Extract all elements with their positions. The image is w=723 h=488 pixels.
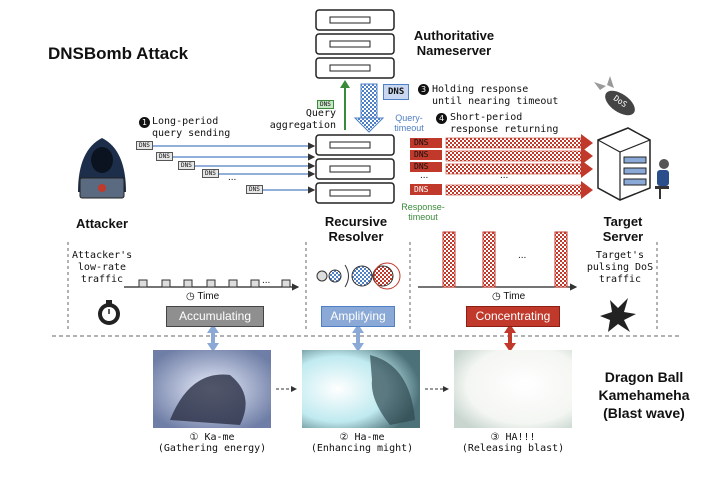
nameserver-label: Authoritative Nameserver xyxy=(413,28,495,58)
hame-image xyxy=(302,350,420,428)
query-packet-2: DNS xyxy=(156,152,173,161)
caption-line1: HA!!! xyxy=(505,432,536,443)
kame-image xyxy=(153,350,271,428)
clock-icon: ◷ xyxy=(492,291,501,302)
caption-num: ① xyxy=(189,432,199,443)
stopwatch-icon xyxy=(98,300,120,325)
step2-text: Query aggregation xyxy=(269,108,336,131)
explosion-icon xyxy=(600,298,636,332)
clock-icon: ◷ xyxy=(186,291,195,302)
phase-amplifying: Amplifying xyxy=(321,306,395,327)
attacker-icon xyxy=(78,138,126,199)
dns-packet-held: DNS xyxy=(383,84,410,100)
caption-num: ② xyxy=(339,432,349,443)
operator-icon xyxy=(655,159,669,199)
phase-accumulating: Accumulating xyxy=(166,306,264,327)
step3-text: Holding response until nearing timeout xyxy=(432,84,559,107)
caption-3: ③ HA!!! (Releasing blast) xyxy=(443,432,583,454)
amplifying-circles xyxy=(316,262,401,290)
timeline-ellipsis: ... xyxy=(262,275,271,286)
caption-line1: Ha-me xyxy=(354,432,385,443)
target-label: Target Server xyxy=(602,214,644,244)
phase-links xyxy=(207,324,516,352)
query-arrows xyxy=(150,142,316,194)
query-packet-1: DNS xyxy=(136,141,153,150)
diagram-title: DNSBomb Attack xyxy=(48,44,189,63)
response-ellipsis: ... xyxy=(420,170,429,181)
ha-image xyxy=(454,350,572,428)
query-packet-4: DNS xyxy=(202,169,219,178)
dragon-ball-title: Dragon Ball Kamehameha (Blast wave) xyxy=(598,369,690,421)
caption-2: ② Ha-me (Enhancing might) xyxy=(292,432,432,454)
response-flows xyxy=(445,134,593,199)
query-timeout-label: Query- timeout xyxy=(394,113,424,133)
dns-response-1: DNS xyxy=(414,138,429,147)
separator-lines xyxy=(52,242,680,337)
step1-text: Long-period query sending xyxy=(152,116,231,139)
phase-concentrating: Concentrating xyxy=(466,306,560,327)
time-label-2: ◷ Time xyxy=(492,291,525,302)
flow-ellipsis: ... xyxy=(500,170,509,181)
accumulating-timeline xyxy=(124,279,300,291)
response-timeout-label: Response- timeout xyxy=(401,202,445,222)
dns-packet-green: DNS xyxy=(317,100,334,109)
query-packet-5: DNS xyxy=(246,185,263,194)
target-traffic-label: Target's pulsing DoS traffic xyxy=(586,250,654,285)
query-packet-3: DNS xyxy=(178,161,195,170)
step1-badge: 1 xyxy=(139,117,150,128)
dos-bomb-icon xyxy=(594,76,635,116)
time-text: Time xyxy=(503,291,526,302)
step4-badge: 4 xyxy=(436,113,447,124)
caption-line2: (Gathering energy) xyxy=(157,443,267,454)
holding-arrow xyxy=(353,83,385,133)
pulse-ellipsis: ... xyxy=(518,250,527,261)
dns-response-2: DNS xyxy=(414,150,429,159)
resolver-label: Recursive Resolver xyxy=(324,214,388,244)
dns-response-3: DNS xyxy=(414,162,429,171)
caption-num: ③ xyxy=(490,432,500,443)
caption-line1: Ka-me xyxy=(204,432,235,443)
dns-response-4: DNS xyxy=(414,185,429,194)
caption-line2: (Enhancing might) xyxy=(310,443,414,454)
target-server-icon xyxy=(597,127,651,201)
response-dns-stack xyxy=(410,138,442,195)
caption-line2: (Releasing blast) xyxy=(461,443,565,454)
resolver-icon xyxy=(315,134,395,204)
step4-text: Short-period response returning xyxy=(450,112,559,135)
time-label-1: ◷ Time xyxy=(186,291,219,302)
step3-badge: 3 xyxy=(418,84,429,95)
caption-1: ① Ka-me (Gathering energy) xyxy=(142,432,282,454)
time-text: Time xyxy=(197,291,220,302)
query-ellipsis: ... xyxy=(228,172,237,183)
attacker-label: Attacker xyxy=(75,216,129,231)
attacker-traffic-label: Attacker's low-rate traffic xyxy=(72,250,133,285)
query-aggregation-arrow xyxy=(340,80,350,130)
nameserver-icon xyxy=(315,9,395,79)
concentrating-pulses xyxy=(418,231,578,291)
